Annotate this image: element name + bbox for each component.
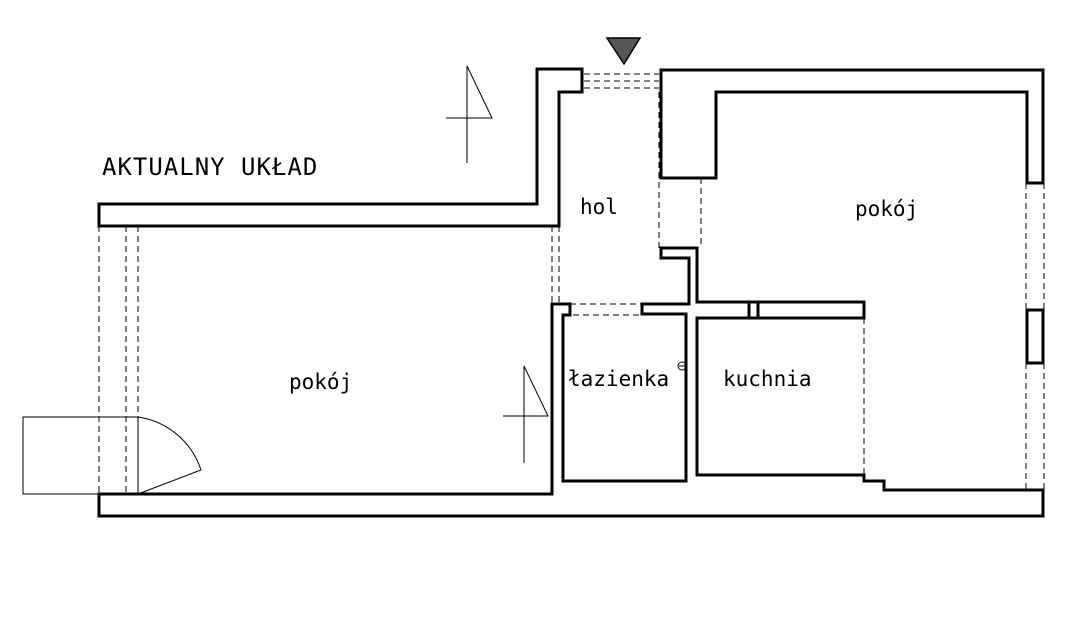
balcony-door bbox=[22, 416, 202, 495]
section-marker-bottom bbox=[503, 365, 549, 463]
room-label-kitchen: kuchnia bbox=[723, 367, 812, 391]
room-label-living-left: pokój bbox=[289, 370, 352, 394]
room-label-hall: hol bbox=[580, 195, 618, 219]
section-marker-top bbox=[446, 65, 493, 163]
entrance-arrow-icon bbox=[605, 37, 642, 66]
openings bbox=[98, 73, 1045, 494]
ventilation-icon bbox=[677, 361, 687, 371]
walls bbox=[97, 67, 1045, 518]
room-label-living-right: pokój bbox=[855, 197, 918, 221]
plan-title: AKTUALNY UKŁAD bbox=[102, 153, 318, 181]
room-label-bathroom: łazienka bbox=[568, 367, 669, 391]
